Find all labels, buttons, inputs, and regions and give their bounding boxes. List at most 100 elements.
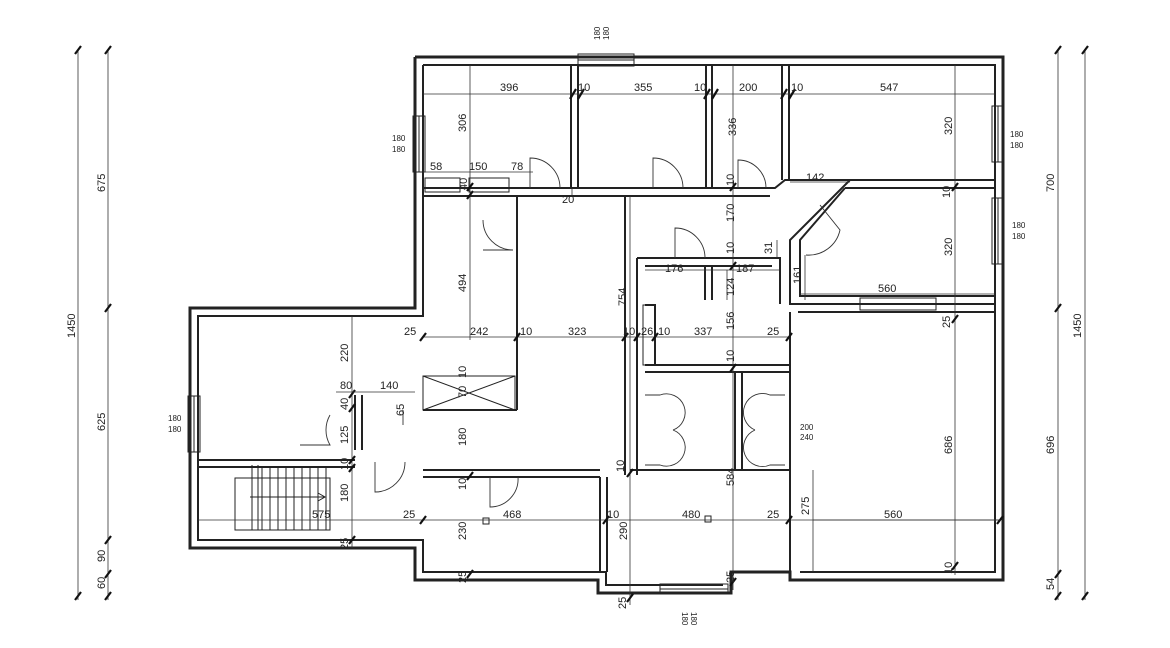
dim-label: 26 xyxy=(641,326,653,338)
dim-label: 700 xyxy=(1045,174,1057,192)
dim-label: 575 xyxy=(312,509,330,521)
staircase xyxy=(234,465,331,531)
dim-label: 494 xyxy=(457,274,469,292)
dim-label: 10 xyxy=(339,458,351,470)
window-label: 180 xyxy=(1012,221,1026,230)
dim-label: 25 xyxy=(725,571,737,583)
dim-label: 480 xyxy=(682,509,700,521)
window-label: 180 xyxy=(168,425,182,434)
dim-label: 10 xyxy=(457,478,469,490)
dim-label: 275 xyxy=(800,497,812,515)
window-label: 180 xyxy=(1010,141,1024,150)
window-label: 180 xyxy=(680,612,689,626)
window-label: 180 xyxy=(392,134,406,143)
dim-label: 10 xyxy=(725,242,737,254)
dim-label: 70 xyxy=(457,386,469,398)
dim-label: 10 xyxy=(791,82,803,94)
dimension-lines xyxy=(198,65,1004,605)
dim-label: 290 xyxy=(618,522,630,540)
dim-label: 220 xyxy=(339,344,351,362)
dim-label: 60 xyxy=(96,577,108,589)
dim-label: 150 xyxy=(469,161,487,173)
dim-label: 142 xyxy=(806,172,824,184)
dim-label: 25 xyxy=(339,538,351,550)
dim-label: 78 xyxy=(511,161,523,173)
left-axis-dimensions xyxy=(74,45,112,601)
dim-label: 337 xyxy=(694,326,712,338)
dim-label: 468 xyxy=(503,509,521,521)
window-label: 180 xyxy=(593,26,602,40)
top-chain-labels: 396 10 355 10 200 10 547 xyxy=(500,82,898,94)
dim-label: 54 xyxy=(1045,578,1057,590)
left-wing-labels: 220 80 140 40 65 125 10 180 575 25 25 10… xyxy=(312,344,469,550)
window-label: 180 xyxy=(1012,232,1026,241)
window-label: 180 xyxy=(1010,130,1024,139)
dim-label: 686 xyxy=(943,436,955,454)
window-label: 180 xyxy=(689,612,698,626)
dim-label: 180 xyxy=(457,428,469,446)
dim-label: 25 xyxy=(767,509,779,521)
dim-label: 336 xyxy=(727,118,739,136)
dim-label: 40 xyxy=(458,178,470,190)
dim-label: 396 xyxy=(500,82,518,94)
dim-label: 320 xyxy=(943,117,955,135)
dim-label: 584 xyxy=(725,468,737,486)
dim-label: 25 xyxy=(767,326,779,338)
dim-label: 10 xyxy=(520,326,532,338)
dim-label: 25 xyxy=(404,326,416,338)
dim-label: 242 xyxy=(470,326,488,338)
dim-label: 90 xyxy=(96,550,108,562)
dim-label: 156 xyxy=(725,312,737,330)
dim-label: 124 xyxy=(725,278,737,296)
vertical-top-labels: 306 336 320 320 494 754 170 xyxy=(457,114,955,306)
dim-label: 170 xyxy=(725,204,737,222)
dim-label: 355 xyxy=(634,82,652,94)
right-axis-labels: 1450 700 696 54 xyxy=(1045,174,1084,590)
dim-label: 140 xyxy=(380,380,398,392)
dim-label: 65 xyxy=(395,404,407,416)
dim-label: 10 xyxy=(658,326,670,338)
dim-label: 10 xyxy=(607,509,619,521)
dim-label: 20 xyxy=(562,194,574,206)
dim-label: 31 xyxy=(763,242,775,254)
dim-label: 161 xyxy=(792,266,804,284)
dim-label: 125 xyxy=(339,426,351,444)
dim-label: 25 xyxy=(457,571,469,583)
dim-label: 696 xyxy=(1045,436,1057,454)
dim-label: 40 xyxy=(339,398,351,410)
dim-label: 10 xyxy=(578,82,590,94)
lower-rooms-labels: 10 468 10 480 25 560 10 10 584 686 275 2… xyxy=(457,350,955,609)
dim-label: 180 xyxy=(339,484,351,502)
dim-label: 10 xyxy=(725,174,737,186)
dim-label: 625 xyxy=(96,413,108,431)
dim-label: 230 xyxy=(457,522,469,540)
dim-label: 58 xyxy=(430,161,442,173)
building-walls xyxy=(188,55,1005,595)
windows xyxy=(187,53,1005,595)
dim-label: 1450 xyxy=(66,314,78,338)
doors xyxy=(300,157,841,508)
dim-label: 1450 xyxy=(1072,314,1084,338)
window-label: 180 xyxy=(602,26,611,40)
dim-label: 320 xyxy=(943,238,955,256)
dim-label: 25 xyxy=(617,597,629,609)
door-label: 200 xyxy=(800,423,814,432)
dim-label: 25 xyxy=(403,509,415,521)
window-label: 180 xyxy=(392,145,406,154)
door-label: 240 xyxy=(800,433,814,442)
dim-label: 10 xyxy=(941,186,953,198)
dim-label: 10 xyxy=(615,460,627,472)
dim-label: 187 xyxy=(736,263,754,275)
dim-label: 200 xyxy=(739,82,757,94)
dim-label: 560 xyxy=(878,283,896,295)
dim-label: 80 xyxy=(340,380,352,392)
window-label: 180 xyxy=(168,414,182,423)
dim-label: 10 xyxy=(943,562,955,574)
dim-label: 547 xyxy=(880,82,898,94)
dim-label: 10 xyxy=(457,366,469,378)
dim-label: 176 xyxy=(665,263,683,275)
dim-label: 560 xyxy=(884,509,902,521)
dim-label: 10 xyxy=(725,350,737,362)
row-337-labels: 25 242 10 323 10 26 10 337 156 25 25 xyxy=(404,312,953,338)
